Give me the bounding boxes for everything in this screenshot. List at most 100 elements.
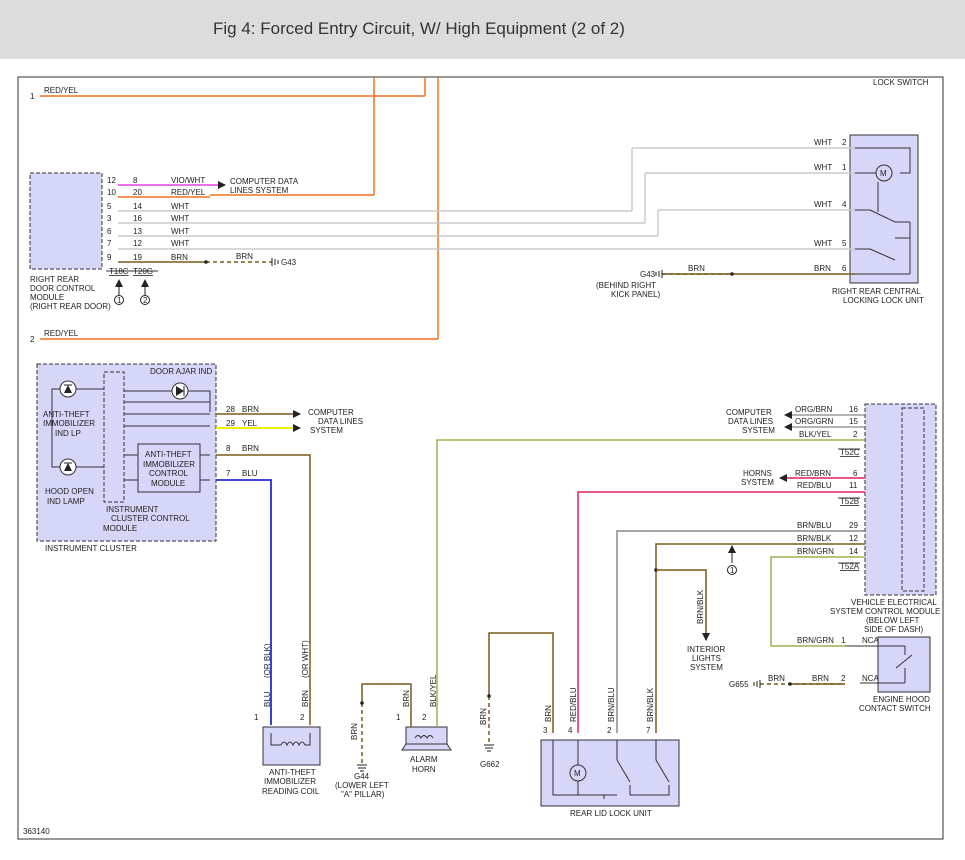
rrcl-pin-num: 6 <box>842 264 847 273</box>
page-id: 363140 <box>23 827 50 836</box>
ic-pin-color: BLU <box>242 469 258 478</box>
rrdcm-pin-b: 8 <box>133 176 138 185</box>
hood-open-led-icon <box>59 458 77 476</box>
ic-pin-num: 8 <box>226 444 231 453</box>
wire-red-yel-2: RED/YEL 2 <box>30 77 439 344</box>
ic-icm-3: MODULE <box>103 524 137 533</box>
rrdcm-name-2: DOOR CONTROL <box>30 284 96 293</box>
ic-atim-3: CONTROL <box>149 469 189 478</box>
interior-name-3: SYSTEM <box>690 663 723 672</box>
top-right-label: LOCK SWITCH <box>873 78 929 87</box>
rrcl-pin-color: WHT <box>814 239 832 248</box>
rrcl-pin-color: WHT <box>814 138 832 147</box>
vescm-horns-1: HORNS <box>743 469 772 478</box>
vescm-comp-data-3: SYSTEM <box>742 426 775 435</box>
ic-door-ajar: DOOR AJAR IND <box>150 367 212 376</box>
vescm: VEHICLE ELECTRICAL SYSTEM CONTROL MODULE… <box>436 403 940 733</box>
rrdcm-name-3: MODULE <box>30 293 64 302</box>
ic-icm-2: CLUSTER CONTROL <box>111 514 190 523</box>
rrdcm-pin-color: WHT <box>171 239 189 248</box>
vescm-pin-num: 11 <box>849 481 858 490</box>
door-ajar-led-icon <box>171 382 189 400</box>
rrdcm-name-4: (RIGHT REAR DOOR) <box>30 302 111 311</box>
hood-pin1-color: BRN/GRN <box>797 636 834 645</box>
hood-pin2-nca: NCA <box>862 674 880 683</box>
hood-pin2-num: 2 <box>841 674 846 683</box>
vescm-pin-color: BRN/GRN <box>797 547 834 556</box>
rrdcm-g43: G43 <box>281 258 297 267</box>
g43-name-1: G43 <box>640 270 656 279</box>
g44-wire: BRN <box>350 723 359 740</box>
rrdcm-pin-b: 19 <box>133 253 142 262</box>
anti-theft-led-icon <box>59 380 77 398</box>
rear-lid-pin-color: RED/BLU <box>569 687 578 722</box>
vescm-ref-1: 1 <box>730 566 735 575</box>
rrdcm-name-1: RIGHT REAR <box>30 275 79 284</box>
rrcl-name-1: RIGHT REAR CENTRAL <box>832 287 921 296</box>
rrdcm-pin-color: WHT <box>171 214 189 223</box>
vescm-pin-color: ORG/GRN <box>795 417 833 426</box>
vescm-pin-color: RED/BRN <box>795 469 831 478</box>
vescm-comp-data-1: COMPUTER <box>726 408 772 417</box>
g44-name-2: (LOWER LEFT <box>335 781 389 790</box>
coil-pin-color: BRN <box>301 690 310 707</box>
rear-lid-pin-num: 7 <box>646 726 651 735</box>
g44-name-1: G44 <box>354 772 370 781</box>
rrdcm-pin-a: 9 <box>107 253 112 262</box>
rrdcm-pin-b: 14 <box>133 202 142 211</box>
rear-lid-name: REAR LID LOCK UNIT <box>570 809 652 818</box>
ic-atim-2: IMMOBILIZER <box>143 460 195 469</box>
ground-g44: BRN G44 (LOWER LEFT "A" PILLAR) <box>335 701 389 799</box>
engine-hood-switch: ENGINE HOOD CONTACT SWITCH BRN/GRN 1 NCA… <box>729 636 931 713</box>
rrdcm-ref-1: 1 <box>117 296 122 305</box>
interior-lights: BRN/BLK INTERIOR LIGHTS SYSTEM <box>654 568 725 672</box>
coil-pin-alt: (OR WHT) <box>301 640 310 678</box>
vescm-name-1: VEHICLE ELECTRICAL <box>851 598 937 607</box>
instrument-cluster: INSTRUMENT CLUSTER DOOR AJAR IND ANTI-TH… <box>36 363 363 725</box>
ic-hood-1: HOOD OPEN <box>45 487 94 496</box>
vescm-conn-c: T52C <box>840 448 860 457</box>
rr-door-control-module: RIGHT REAR DOOR CONTROL MODULE (RIGHT RE… <box>29 172 111 311</box>
vescm-pin-num: 29 <box>849 521 858 530</box>
ic-hood-2: IND LAMP <box>47 497 85 506</box>
ic-pin-num: 29 <box>226 419 235 428</box>
rrdcm-pin-color: WHT <box>171 202 189 211</box>
ic-pin-num: 7 <box>226 469 231 478</box>
vescm-pin-num: 14 <box>849 547 858 556</box>
g662-wire: BRN <box>479 708 488 725</box>
rrdcm-ref-2: 2 <box>143 296 148 305</box>
rear-lid-pin-num: 2 <box>607 726 612 735</box>
rear-lid-motor: M <box>574 769 581 778</box>
wire-2-num: 2 <box>30 335 35 344</box>
ic-icm-1: INSTRUMENT <box>106 505 159 514</box>
vescm-pin-color: BRN/BLU <box>797 521 832 530</box>
rrcl-pin-color: BRN <box>814 264 831 273</box>
vescm-pin-num: 2 <box>853 430 858 439</box>
wire-2-color: RED/YEL <box>44 329 79 338</box>
vescm-pin-num: 6 <box>853 469 858 478</box>
coil-name-1: ANTI-THEFT <box>269 768 316 777</box>
ic-comp-data-2: DATA LINES <box>318 417 363 426</box>
g43-name-3: KICK PANEL) <box>611 290 661 299</box>
rrdcm-pin-a: 7 <box>107 239 112 248</box>
rrcl-name-2: LOCKING LOCK UNIT <box>843 296 924 305</box>
g655-name: G655 <box>729 680 749 689</box>
vescm-conn-b: T52B <box>840 497 859 506</box>
rrdcm-pin-color: VIO/WHT <box>171 176 205 185</box>
ic-pin-color: BRN <box>242 444 259 453</box>
rrdcm-comp-data-2: LINES SYSTEM <box>230 186 289 195</box>
vescm-pin-num: 15 <box>849 417 858 426</box>
rrcl-pin-num: 2 <box>842 138 847 147</box>
ic-atlp-3: IND LP <box>55 429 81 438</box>
coil-pin-alt: (OR BLK) <box>263 643 272 678</box>
rrcl-pin-num: 1 <box>842 163 847 172</box>
horn-pin-num: 2 <box>422 713 427 722</box>
immobilizer-reading-coil: ANTI-THEFT IMMOBILIZER READING COIL 1 BL… <box>254 640 321 796</box>
g43-name-2: (BEHIND RIGHT <box>596 281 656 290</box>
ic-atlp-1: ANTI-THEFT <box>43 410 90 419</box>
ic-atlp-2: IMMOBILIZER <box>43 419 95 428</box>
vescm-pin-num: 16 <box>849 405 858 414</box>
rrdcm-pin-b: 12 <box>133 239 142 248</box>
rear-lid-lock-unit: REAR LID LOCK UNIT M 3 BRN 4 RED/BLU 2 B… <box>540 687 680 818</box>
